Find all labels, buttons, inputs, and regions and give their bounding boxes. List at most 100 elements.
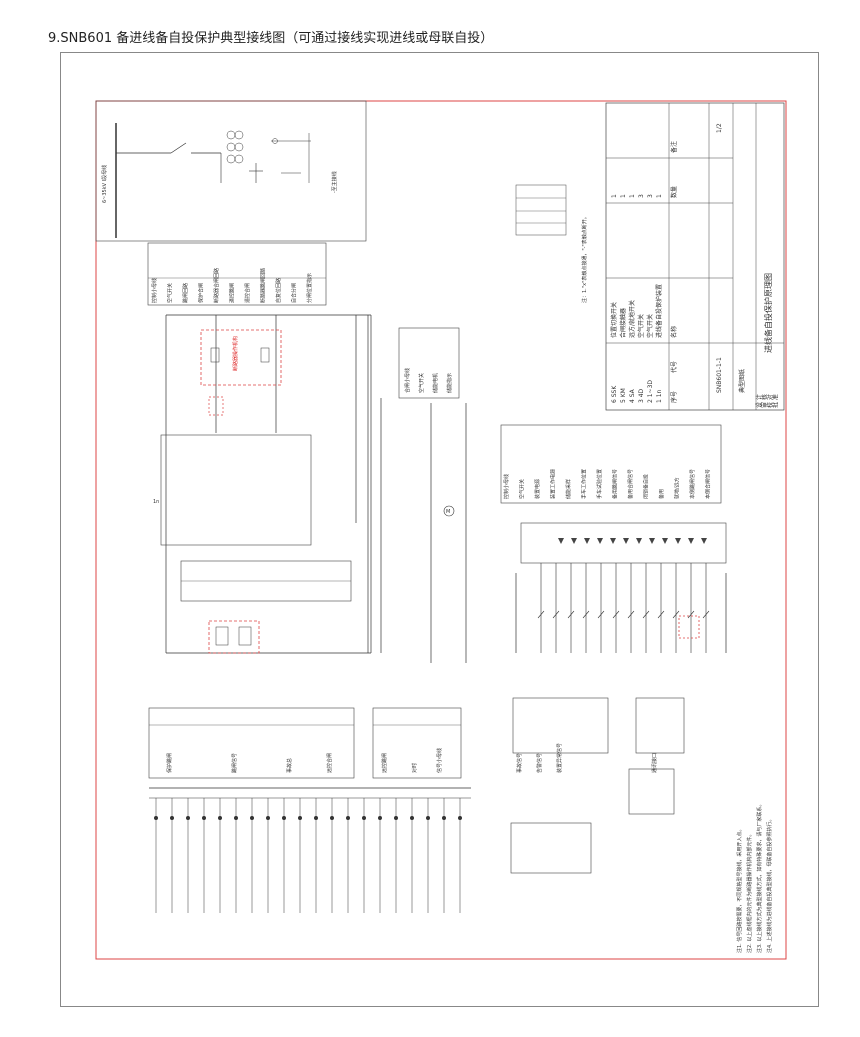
diode-symbol [636,538,642,544]
contact-symbol [537,610,545,619]
contact-symbol [642,610,650,619]
legend-right-item: 储能采样 [565,479,572,499]
contact-symbol [687,610,695,619]
bom-row-name: 进线备自投保护装置 [655,284,663,338]
contact-symbol [612,610,620,619]
legend-left-item: 控制小母线 [151,278,158,303]
contact-symbol [627,610,635,619]
svg-text:M: M [446,509,450,515]
legend-right-item: 装置电源 [534,479,541,499]
legend-right-item: 本侧合闸信号 [705,469,712,499]
legend-bottom-item: 跳闸信号 [231,753,238,773]
legend-right-item: 备用 [658,489,665,499]
legend-right-item: 就地/远方 [674,477,681,499]
legend-left-item: 自复位回路 [275,278,282,303]
footnote: 注4. 上述接线为进线备自投典型接线，母联备自投参照执行。 [766,817,773,953]
bom-header-cell: 序号 [670,391,678,403]
contact-symbol [657,610,665,619]
legend-bottom-item: 告警信号 [536,753,543,773]
page-title: 9.SNB601 备进线备自投保护典型接线图（可通过接线实现进线或母联自投） [48,31,494,46]
legend-left-item: 空气开关 [167,283,174,303]
legend-bottom-item: 通讯接口 [651,753,658,773]
footnote: 注2. 以上虚线框内的元件为断路器操作机构内部元件。 [746,832,753,953]
diode-symbol [623,538,629,544]
bom-row-qty: 3 [647,194,654,198]
diode-symbol [675,538,681,544]
bom-row-name: 合闸接触器 [619,308,627,338]
diode-symbol [701,538,707,544]
legend-left-item: 跳闸回路 [182,283,189,303]
legend-left-item: 遥控跳闸 [229,283,236,303]
wiring-diagram: 6~35kV I段母线 -至主接线 控制小母线空气开关跳闸回路保护合闸断路器合闸… [95,100,787,960]
supply-rails [165,314,372,654]
legend-bottom-texts: 保护跳闸跳闸信号事故总远控合闸远控跳闸对时信号小母线事故信号告警信号装置异常信号… [166,743,658,773]
breaker-mechanism: 断路器操作机构 [200,329,282,416]
role-cell: 批 准 [772,394,780,408]
legend-bottom-item: 事故信号 [516,753,523,773]
right-branches [537,563,710,653]
bom-row-code: 6 SSK [611,385,618,403]
bom-row-name: 空气开关 [637,314,645,338]
legend-bottom-item: 远控跳闸 [381,753,388,773]
contact-symbol [597,610,605,619]
bom-row-code: 4 SA [629,388,636,403]
legend-right-item: 本侧跳闸信号 [689,469,696,499]
relay-block-1n: 1n [153,434,312,546]
busbar-label: 6~35kV I段母线 [101,165,108,203]
legend-left-item: 断路器跳闸回路 [260,268,267,303]
bom-row-name: 远方/就地开关 [628,300,636,338]
legend-bottom-item: 装置异常信号 [556,743,563,773]
led-row [558,538,707,544]
legend-left-item: 自合分闸 [291,283,298,303]
bom-row-qty: 3 [638,194,645,198]
legend-mid-item: 空气开关 [418,373,425,393]
busbar-section: 6~35kV I段母线 -至主接线 [95,100,367,242]
legend-left-texts: 控制小母线空气开关跳闸回路保护合闸断路器合闸回路遥控跳闸遥控合闸断路器跳闸回路自… [151,268,313,303]
contact-symbol [567,610,575,619]
legend-mid-item: 储能指示 [446,373,453,393]
motor-circuit: 合闸小母线空气开关储能电机储能指示 M [398,327,467,663]
bom-row-qty: 1 [620,194,627,198]
diode-symbol [597,538,603,544]
legend-right-item: 闭锁备自投 [643,474,650,499]
breaker-mechanism-label: 断路器操作机构 [232,336,239,371]
legend-bottom: 保护跳闸跳闸信号事故总远控合闸远控跳闸对时信号小母线事故信号告警信号装置异常信号… [148,697,685,779]
bom-header-cell: 备注 [670,141,678,153]
legend-mid-texts: 合闸小母线空气开关储能电机储能指示 [404,368,453,393]
sa-switch [208,620,260,654]
diode-symbol [584,538,590,544]
legend-right-item: 装置工作电源 [550,469,557,499]
legend-bottom-item: 信号小母线 [436,748,443,773]
footnote: 注1. 信号回路按需要，不同规格型号接线，采用开入点。 [736,827,743,953]
legend-right-texts: 控制小母线空气开关装置电源装置工作电源储能采样手车工作位置手车试验位置备用跳闸信… [503,469,712,499]
diode-symbol [558,538,564,544]
contact-symbol [552,610,560,619]
svg-text:1n: 1n [153,499,159,505]
terminal-row [180,560,352,602]
diode-symbol [649,538,655,544]
role-cell: 校 对 [766,394,774,408]
bom-header-cell: 数量 [670,186,678,198]
role-cell: 设 计 [755,394,763,408]
legend-right-item: 备用跳闸信号 [612,469,619,499]
legend-left-item: 断路器合闸回路 [213,268,220,303]
bom-row-code: 2 1~3D [647,380,654,403]
contact-symbol [582,610,590,619]
legend-right-item: 手车工作位置 [581,469,588,499]
legend-right-item: 控制小母线 [503,474,510,499]
legend-left-item: 遥控合闸 [244,283,251,303]
bom-row-code: 1 1n [656,389,663,403]
bottom-terminals [154,798,462,913]
contact-note-text: 注：1."x"表触点接通，"-"表触点断开。 [581,214,588,303]
bom-row-qty: 1 [629,194,636,198]
bom-row-code: 3 4D [638,388,645,403]
bom-row-code: 5 KM [620,388,627,403]
diode-symbol [571,538,577,544]
legend-mid-item: 合闸小母线 [404,368,411,393]
bom-row-name: 位置切换开关 [610,302,618,338]
diode-symbol [688,538,694,544]
diode-symbol [610,538,616,544]
role-cell: 审 核 [761,394,769,408]
contact-note: 注：1."x"表触点接通，"-"表触点断开。 [515,184,588,303]
